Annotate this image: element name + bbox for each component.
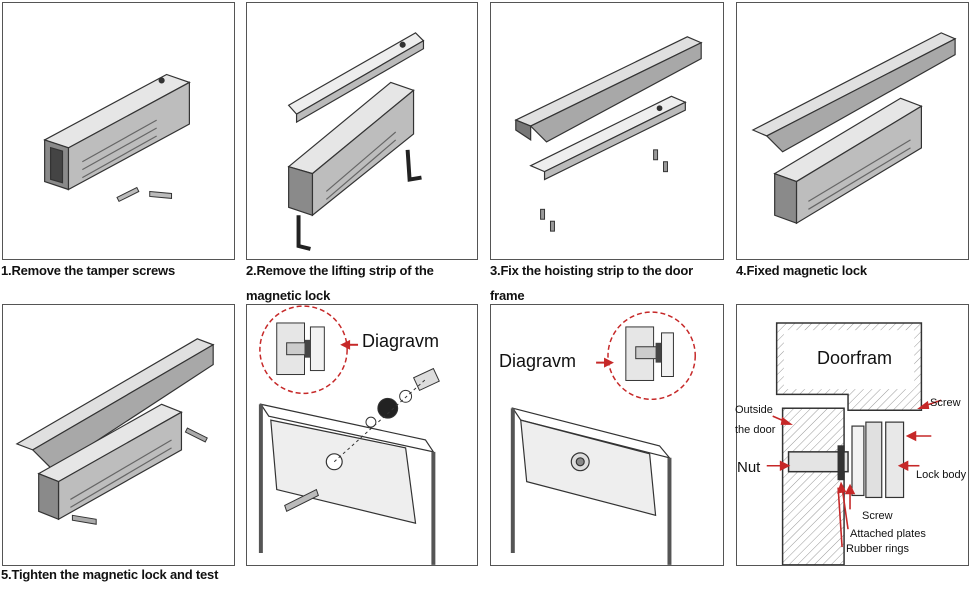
rubber-rings-label: Rubber rings	[846, 543, 909, 555]
magnetic-lock-body	[287, 81, 415, 217]
detail-circle	[259, 305, 348, 395]
hoisting-strip	[529, 95, 687, 181]
arrow-icon	[340, 339, 359, 350]
lock-body-section	[837, 421, 905, 499]
step2-caption: 2.Remove the lifting strip of the magnet…	[246, 263, 434, 303]
door-frame-bracket	[751, 32, 957, 153]
door-frame-section	[775, 322, 923, 411]
armature-plate-view	[490, 304, 724, 566]
installation-cross-section	[736, 304, 969, 566]
step3-caption: 3.Fix the hoisting strip to the door fra…	[490, 263, 693, 303]
step4-caption: 4.Fixed magnetic lock	[736, 263, 867, 278]
door-frame-bracket	[15, 338, 215, 471]
door-frame-bracket	[514, 36, 703, 143]
armature-plate-exploded-view	[246, 304, 478, 566]
step3-illustration	[490, 2, 724, 260]
screw-top-label: Screw	[930, 397, 961, 409]
step4-illustration	[736, 2, 969, 260]
screw-bottom-label: Screw	[862, 510, 893, 522]
hardware-parts	[284, 367, 440, 513]
door-section	[781, 407, 849, 565]
step2-illustration	[246, 2, 478, 260]
attached-plates-label: Attached plates	[850, 528, 926, 540]
nut-label: Nut	[737, 459, 761, 476]
magnetic-lock-body	[43, 73, 191, 191]
allen-key-icon	[296, 149, 422, 251]
diagram-label: Diagravm	[499, 351, 577, 371]
screw-icon	[71, 427, 208, 525]
armature-plate	[258, 403, 436, 565]
screw-icon	[540, 149, 668, 232]
tamper-screw-icon	[116, 186, 173, 203]
detail-circle	[607, 311, 696, 401]
outside-door-label-1: Outside	[735, 404, 773, 416]
arrow-icon	[596, 357, 614, 368]
diagram-label: Diagravm	[362, 331, 440, 351]
step1-illustration	[2, 2, 235, 260]
magnetic-lock-body	[773, 97, 923, 225]
lock-body-label: Lock body	[916, 469, 967, 481]
pointer-arrows	[766, 399, 942, 548]
magnetic-lock-body	[37, 403, 183, 521]
outside-door-label-2: the door	[735, 424, 776, 436]
step5-caption: 5.Tighten the magnetic lock and test	[1, 567, 219, 582]
lifting-strip	[287, 32, 425, 124]
step1-caption: 1.Remove the tamper screws	[1, 263, 175, 278]
armature-plate	[510, 407, 672, 565]
doorframe-label: Doorfram	[817, 348, 893, 368]
step5-illustration	[2, 304, 235, 566]
